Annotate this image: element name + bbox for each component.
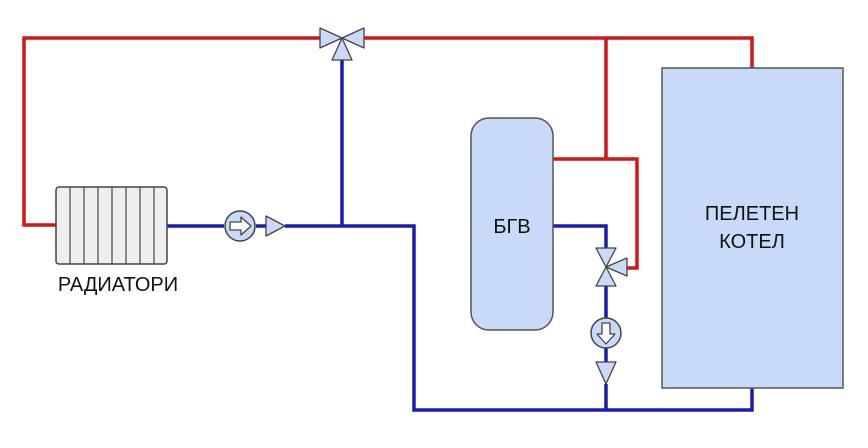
cold-pipes (167, 60, 754, 412)
boiler-label-line1: ПЕЛЕТЕН (705, 203, 799, 225)
cold-pipe-tank-return (553, 224, 608, 248)
hot-pipes (22, 36, 754, 270)
hot-pipe-boiler-supply (362, 36, 754, 68)
boiler-label-line2: КОТЕЛ (719, 231, 785, 253)
top-three-way-valve-icon (319, 27, 365, 61)
tank-pump-icon (590, 317, 622, 349)
radiators-label: РАДИАТОРИ (58, 274, 178, 296)
radiator (55, 186, 168, 265)
tank-three-way-valve-icon (595, 247, 628, 287)
hot-pipe-radiator-loop (22, 36, 320, 227)
pellet-boiler (661, 67, 844, 389)
tank-label: БГВ (493, 216, 530, 238)
cold-pipe-main-return (285, 224, 754, 412)
radiator-check-valve-icon (265, 215, 286, 237)
tank-check-valve-icon (595, 361, 617, 385)
hot-water-tank (470, 117, 554, 331)
hot-pipe-tank-coil (553, 157, 639, 270)
radiator-pump-icon (224, 210, 256, 242)
